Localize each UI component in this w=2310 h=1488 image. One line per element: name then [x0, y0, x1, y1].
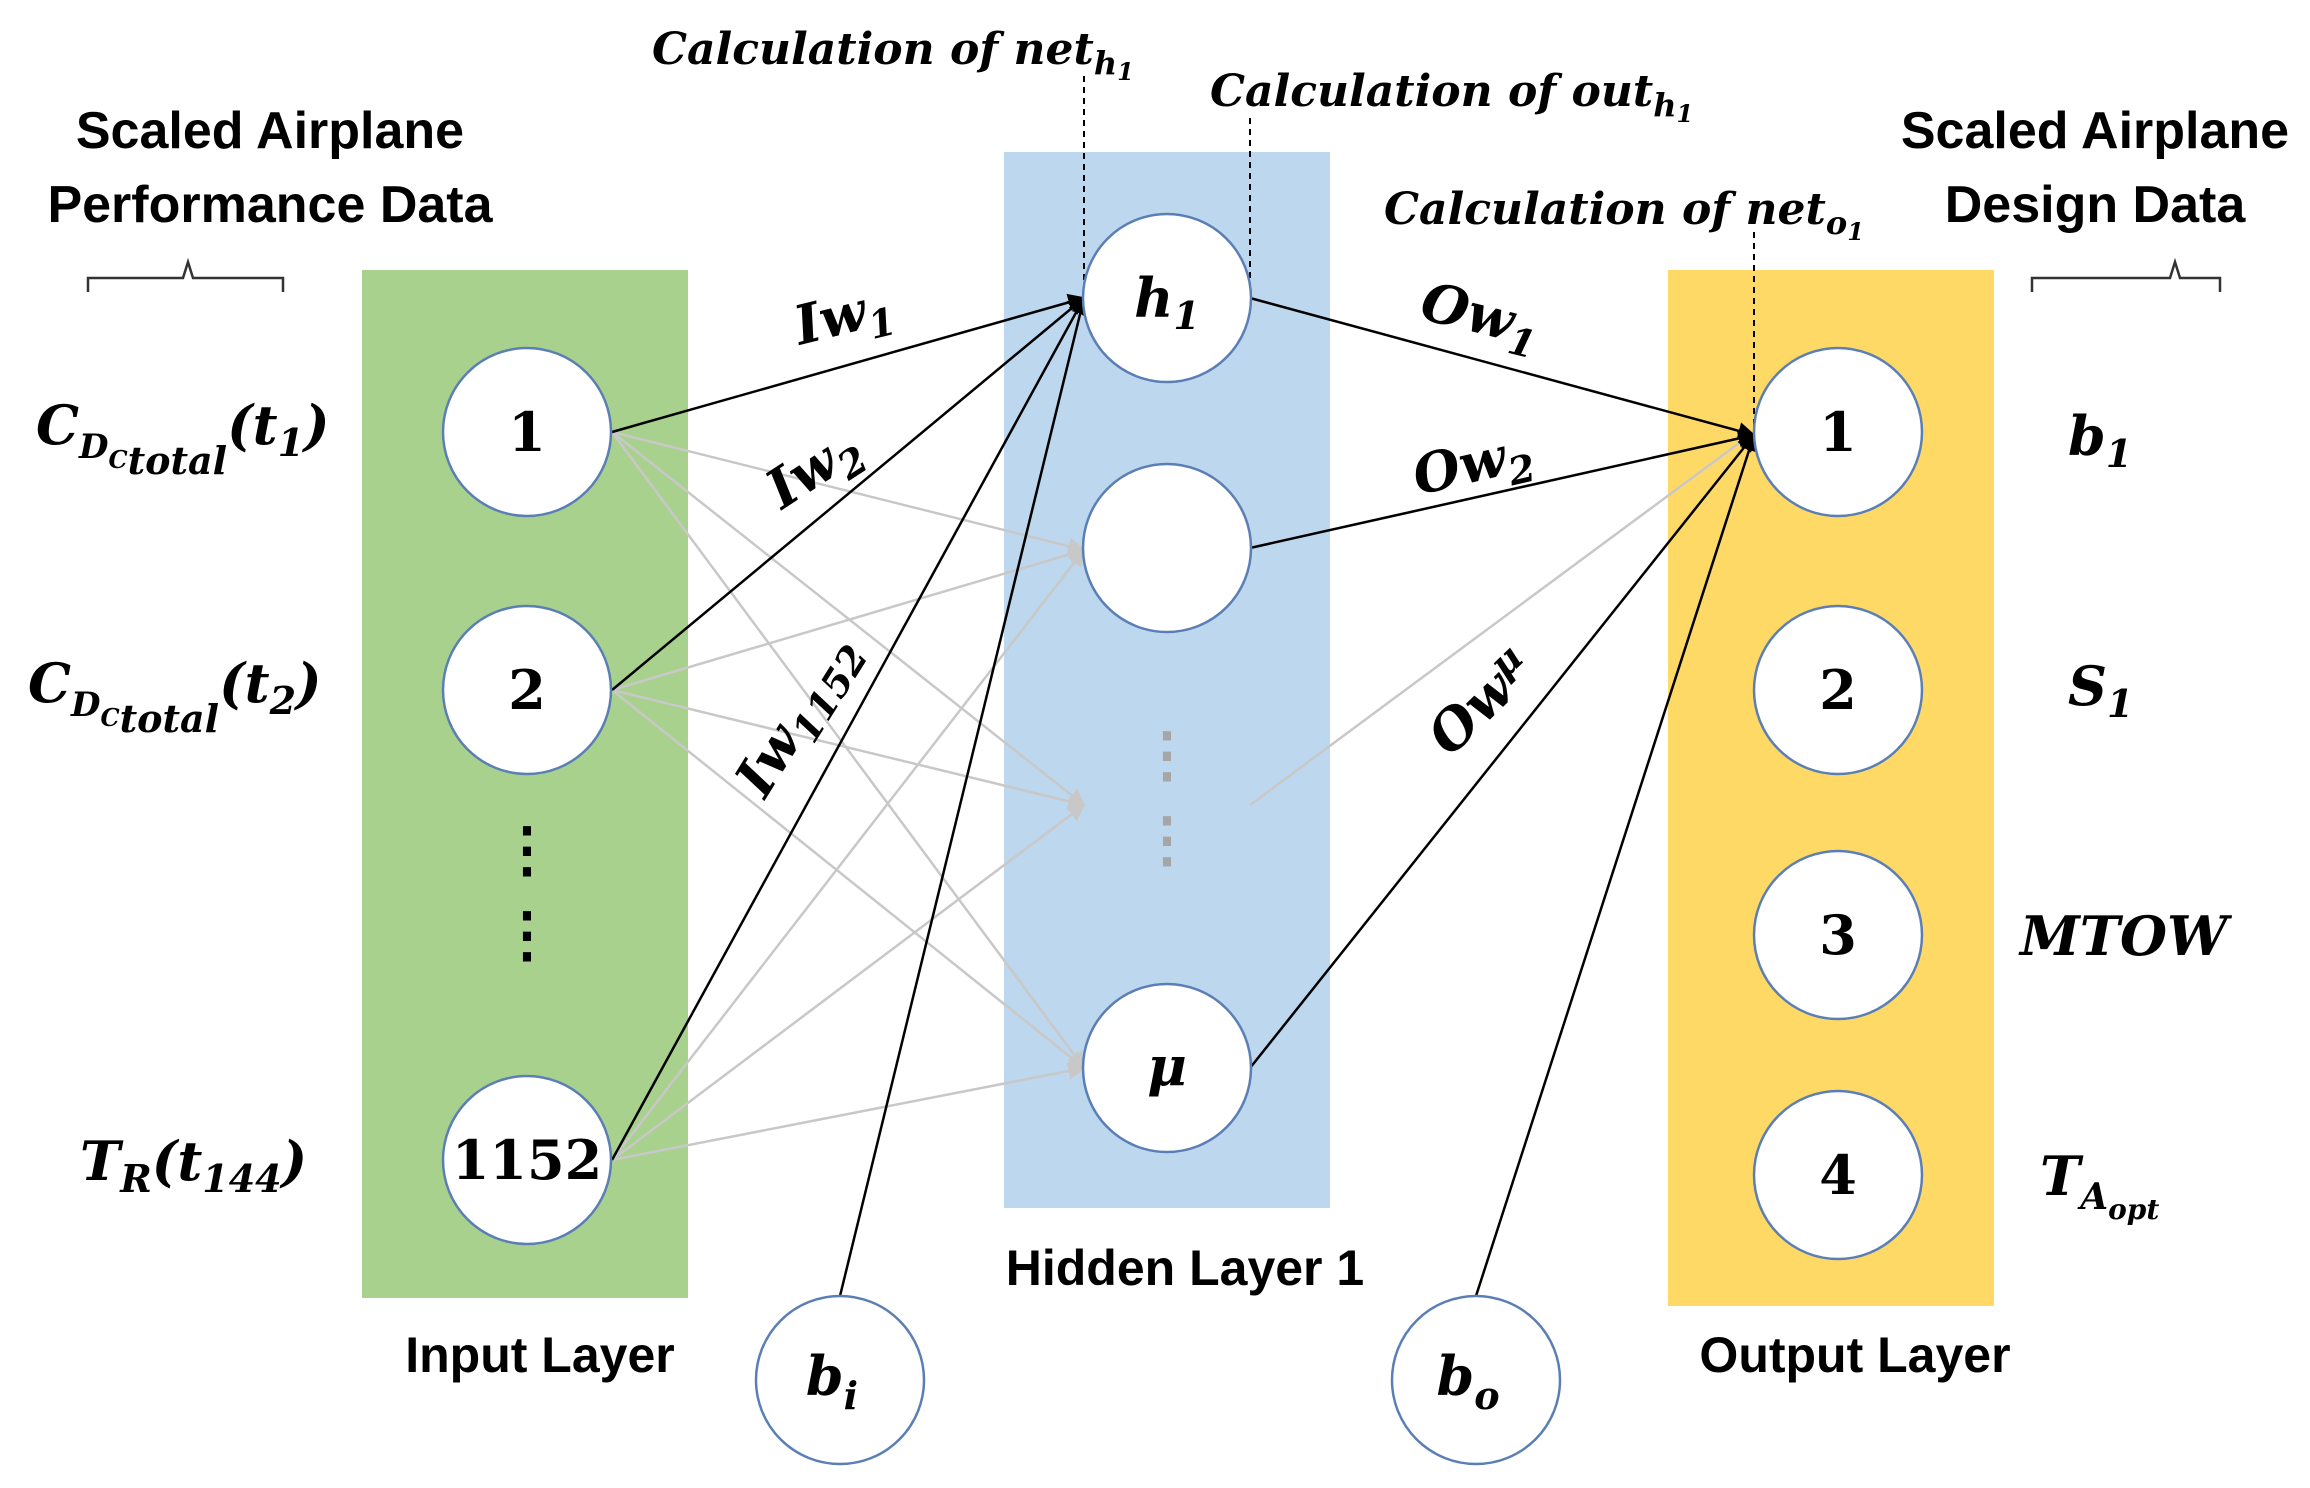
input-ellipsis-2: ⋮	[497, 900, 557, 970]
input-label-2: CDCtotal(t2)	[28, 651, 322, 741]
calc-net-o1: Calculation of neto1	[1384, 184, 1864, 246]
bias-node-input	[754, 1294, 926, 1466]
header-left-line2: Performance Data	[47, 176, 493, 234]
conn-h2-o1	[1249, 429, 1756, 550]
input-layer-label: Input Layer	[405, 1327, 674, 1383]
output-layer-label: Output Layer	[1699, 1327, 2010, 1383]
output-node-4-label: 4	[1819, 1143, 1857, 1207]
output-label-2: S1	[2068, 654, 2133, 726]
header-left: Scaled Airplane Performance Data	[47, 102, 493, 234]
output-node-4	[1752, 1089, 1924, 1261]
header-right-line1: Scaled Airplane	[1901, 102, 2289, 160]
conn-i2-h1	[611, 296, 1086, 691]
weight-ow1: Ow1	[1413, 269, 1547, 368]
conn-h3-o1	[1249, 433, 1751, 807]
weight-owmu: Owμ	[1412, 635, 1546, 767]
conn-i3-h3	[611, 803, 1086, 1161]
hidden-node-2	[1081, 462, 1253, 634]
calculation-markers	[1083, 76, 1755, 435]
hidden-node-mu	[1081, 982, 1253, 1154]
bias-node-output	[1390, 1294, 1562, 1466]
output-label-3: MTOW	[2018, 904, 2233, 968]
hidden-node-h1	[1081, 212, 1253, 384]
conn-h1-o1	[1249, 296, 1756, 440]
conn-i2-h2	[611, 546, 1086, 692]
hidden-layer-label: Hidden Layer 1	[1006, 1240, 1364, 1296]
node-circles	[441, 212, 1924, 1466]
conn-i1-h3	[611, 431, 1086, 807]
conn-i3-hmu	[611, 1062, 1086, 1162]
output-node-3	[1752, 849, 1924, 1021]
conn-i3-h2	[611, 548, 1086, 1161]
input-label-1: CDCtotal(t1)	[36, 393, 330, 483]
conn-bo-o1	[1474, 433, 1758, 1297]
output-node-1-label: 1	[1819, 400, 1857, 464]
left-header-brace	[86, 257, 285, 292]
input-ellipsis-1: ⋮	[497, 815, 557, 885]
output-node-2-label: 2	[1819, 658, 1857, 722]
input-node-1-label: 1	[508, 400, 546, 464]
output-label-1: b1	[2068, 404, 2132, 476]
calc-net-h1: Calculation of neth1	[652, 24, 1134, 86]
black-connections	[610, 293, 1758, 1297]
input-node-1152	[441, 1074, 613, 1246]
node-labels: 1 2 1152 1 2 3 4	[452, 400, 1857, 1207]
output-node-1	[1752, 346, 1924, 518]
hidden-node-mu-label: μ	[1147, 1034, 1187, 1098]
input-node-1152-label: 1152	[452, 1128, 602, 1192]
weight-ow2: Ow2	[1407, 418, 1540, 515]
hidden-ellipsis-1: ⋮	[1137, 720, 1197, 790]
bias-output-label: bo	[1436, 1344, 1499, 1418]
hidden-ellipsis-2: ⋮	[1137, 805, 1197, 875]
header-right-line2: Design Data	[1945, 176, 2247, 234]
input-node-1	[441, 346, 613, 518]
weight-iw1: Iw1	[786, 272, 901, 366]
header-right: Scaled Airplane Design Data	[1901, 102, 2289, 234]
header-left-line1: Scaled Airplane	[76, 102, 464, 160]
conn-hmu-o1	[1249, 433, 1756, 1069]
conn-i1-h1	[611, 293, 1086, 434]
output-node-3-label: 3	[1819, 903, 1857, 967]
output-node-2	[1752, 604, 1924, 776]
conn-i1-hmu	[610, 431, 1086, 1070]
input-node-2-label: 2	[508, 658, 546, 722]
conn-i1-h2	[611, 430, 1086, 555]
conn-i3-h1	[610, 296, 1086, 1161]
input-label-3: TR(t144)	[80, 1129, 307, 1201]
calc-out-h1: Calculation of outh1	[1210, 66, 1693, 128]
right-header-brace	[2030, 257, 2222, 292]
conn-bi-h1	[838, 296, 1089, 1297]
output-label-4: TAopt	[2040, 1144, 2159, 1226]
bias-input-label: bi	[806, 1344, 858, 1418]
conn-i2-h3	[611, 688, 1086, 810]
hidden-node-h1-label: h1	[1134, 266, 1200, 338]
gray-connections	[610, 430, 1751, 1162]
conn-i2-hmu	[611, 689, 1086, 1070]
input-node-2	[441, 604, 613, 776]
weight-iw2: Iw2	[753, 414, 876, 529]
